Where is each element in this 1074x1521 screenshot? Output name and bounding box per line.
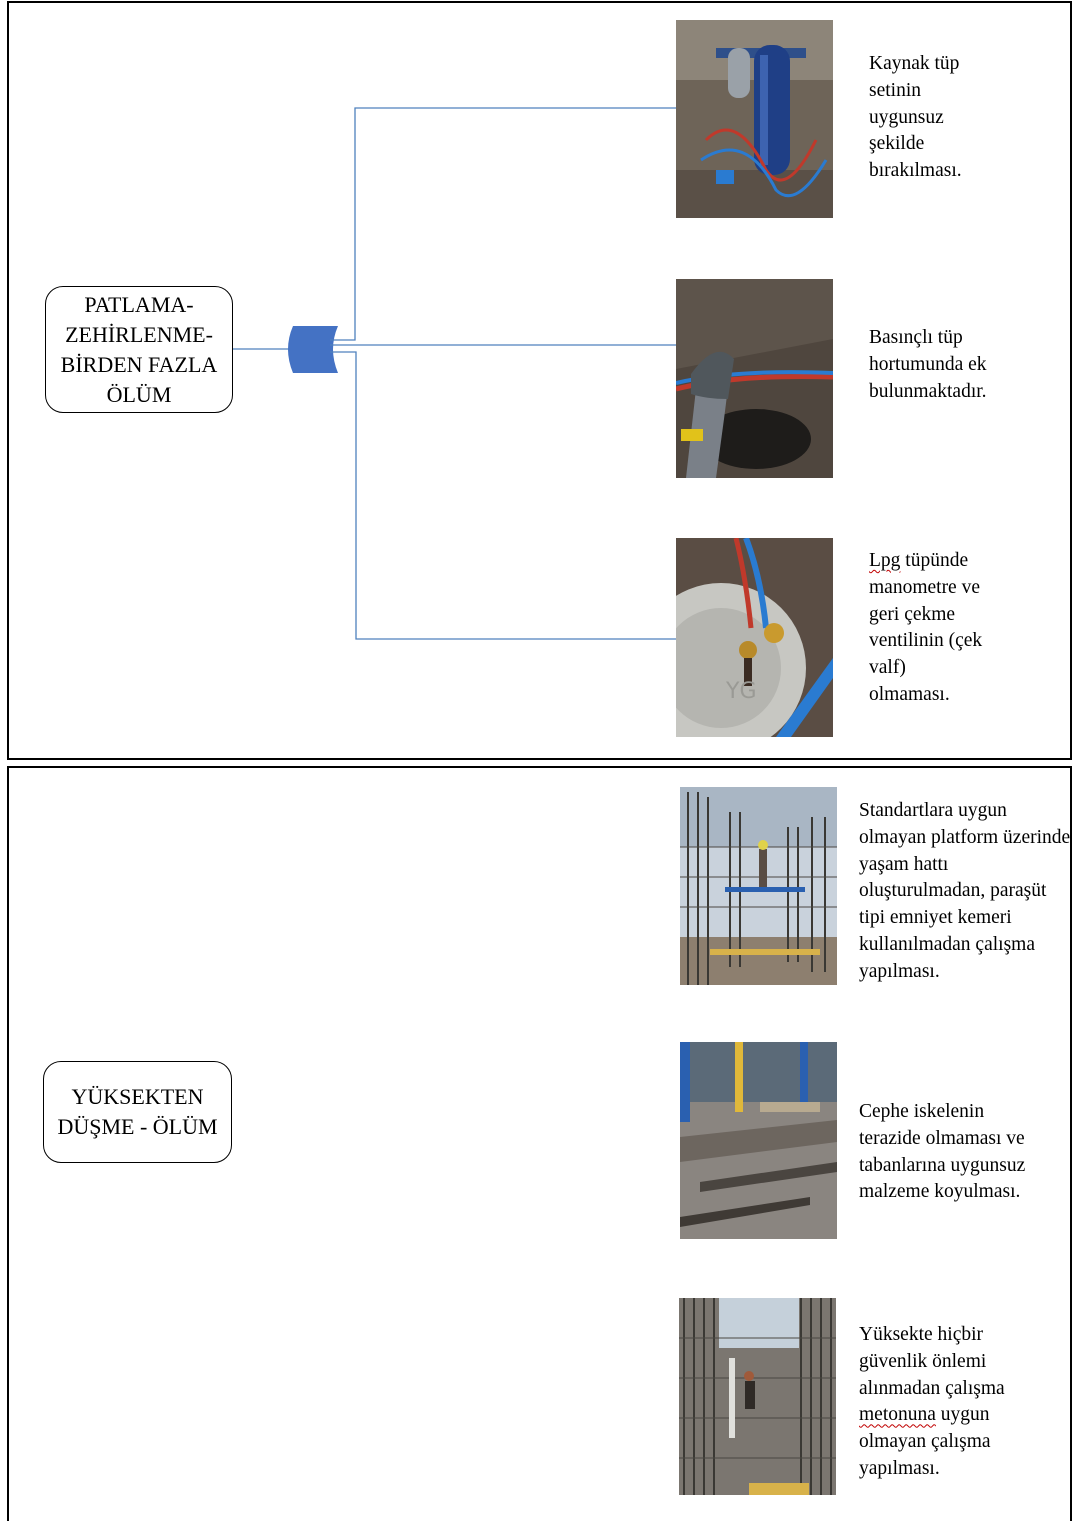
caption-line: uygunsuz xyxy=(869,106,944,128)
connector-branch-1 xyxy=(330,107,676,341)
connector-branch-3 xyxy=(330,351,676,640)
caption-line: yaşam hattı xyxy=(859,853,949,875)
caption-line: Cephe iskelenin xyxy=(859,1101,985,1122)
cause-caption: Lpg tüpünde manometre ve geri çekme vent… xyxy=(869,548,982,709)
caption-line: tipi emniyet kemeri xyxy=(859,907,1012,929)
caption-line: bulunmaktadır. xyxy=(869,380,987,402)
caption-line: yapılması. xyxy=(859,960,940,982)
cause-caption: Kaynak tüp setinin uygunsuz şekilde bıra… xyxy=(869,51,962,185)
hazard-title: YÜKSEKTEN DÜŞME - ÖLÜM xyxy=(57,1082,217,1142)
caption-line: metonuna uygun xyxy=(859,1404,990,1426)
caption-line: Kaynak tüp xyxy=(869,53,960,74)
hazard-box-explosion: PATLAMA- ZEHİRLENME- BİRDEN FAZLA ÖLÜM xyxy=(45,286,233,413)
caption-line: valf) xyxy=(869,657,906,679)
cause-caption: Standartlara uygun olmayan platform üzer… xyxy=(859,798,1070,986)
facade-scaffold-base-photo xyxy=(680,1042,837,1239)
cause-caption: Cephe iskelenin terazide olmaması ve tab… xyxy=(859,1099,1025,1206)
caption-line: malzeme koyulması. xyxy=(859,1181,1021,1203)
rebar-height-work-photo xyxy=(679,1298,836,1495)
caption-line: yapılması. xyxy=(859,1457,940,1479)
caption-line: Basınçlı tüp xyxy=(869,327,963,348)
hazard-title-line: BİRDEN FAZLA xyxy=(60,351,218,377)
caption-line: Yüksekte hiçbir xyxy=(859,1324,984,1345)
caption-line: tabanlarına uygunsuz xyxy=(859,1154,1026,1176)
hazard-title: PATLAMA- ZEHİRLENME- BİRDEN FAZLA ÖLÜM xyxy=(61,290,218,410)
lpg-cylinder-gauge-photo: YG xyxy=(676,538,833,737)
caption-line: ventilinin (çek xyxy=(869,630,983,652)
cause-caption: Yüksekte hiçbir güvenlik önlemi alınmada… xyxy=(859,1322,1005,1483)
caption-line: olmayan çalışma xyxy=(859,1431,991,1453)
svg-text:YG: YG xyxy=(725,679,757,704)
caption-line: alınmadan çalışma xyxy=(859,1377,1005,1399)
welding-cylinder-set-photo xyxy=(676,20,833,218)
hazard-title-line: ZEHİRLENME- xyxy=(65,321,213,347)
hazard-box-fall: YÜKSEKTEN DÜŞME - ÖLÜM xyxy=(43,1061,232,1163)
hazard-title-line: PATLAMA- xyxy=(84,291,194,317)
scaffold-platform-photo xyxy=(680,787,837,985)
caption-line: güvenlik önlemi xyxy=(859,1350,987,1372)
pressure-hose-photo xyxy=(676,279,833,478)
chevron-connector-icon xyxy=(288,326,338,373)
caption-line: olmayan platform üzerinde xyxy=(859,826,1071,848)
caption-line: terazide olmaması ve xyxy=(859,1127,1025,1149)
caption-line: kullanılmadan çalışma xyxy=(859,933,1035,955)
caption-line: Standartlara uygun xyxy=(859,800,1007,821)
caption-line: hortumunda ek xyxy=(869,353,987,375)
hazard-title-line: ÖLÜM xyxy=(106,381,172,407)
hazard-title-line: DÜŞME - ÖLÜM xyxy=(57,1114,218,1139)
caption-line: oluşturulmadan, paraşüt xyxy=(859,880,1047,902)
caption-line: olmaması. xyxy=(869,683,950,705)
caption-line: şekilde xyxy=(869,133,925,155)
caption-line: Lpg tüpünde xyxy=(869,550,969,571)
hazard-title-line: YÜKSEKTEN xyxy=(71,1084,204,1109)
caption-line: bırakılması. xyxy=(869,160,962,182)
cause-caption: Basınçlı tüp hortumunda ek bulunmaktadır… xyxy=(869,325,987,405)
caption-line: manometre ve xyxy=(869,576,980,598)
caption-line: geri çekme xyxy=(869,603,956,625)
caption-line: setinin xyxy=(869,79,921,101)
